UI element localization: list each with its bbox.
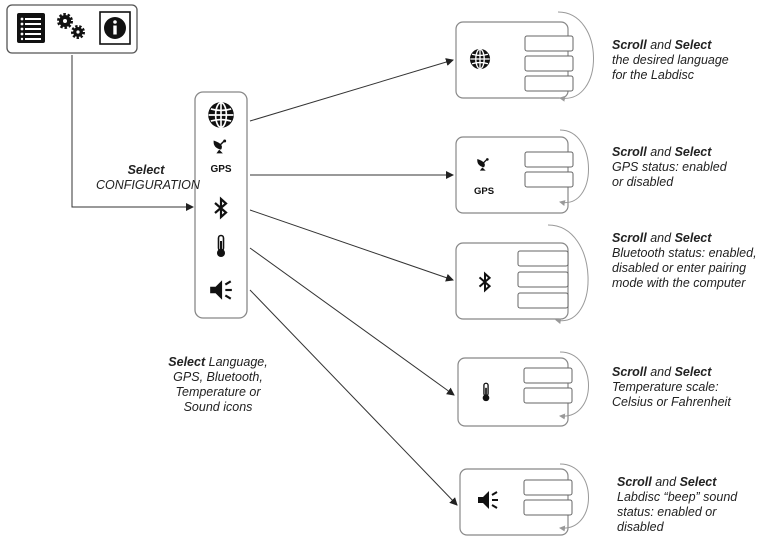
gps-icon: GPS (474, 157, 494, 197)
and-word: and (646, 145, 675, 159)
panel-temperature-caption: Scroll and Select Temperature scale: Cel… (612, 365, 777, 410)
caption-line: Celsius or Fahrenheit (612, 395, 731, 409)
scroll-word: Scroll (612, 231, 647, 245)
panel-gps-caption: Scroll and Select GPS status: enabled or… (612, 145, 777, 190)
panel-bluetooth (455, 224, 589, 325)
panel-gps: GPS (455, 129, 589, 214)
caption-line: Labdisc “beep” sound (617, 490, 738, 504)
select-word: Select (674, 231, 712, 245)
select-word: Select (679, 475, 717, 489)
caption-line1: Language, (205, 355, 268, 369)
main-menu: GPS (194, 91, 248, 319)
caption-line: for the Labdisc (612, 68, 694, 82)
panel-language-caption: Scroll and Select the desired language f… (612, 38, 777, 83)
option-box[interactable] (517, 250, 569, 267)
scroll-word: Scroll (617, 475, 652, 489)
caption-line: disabled or enter pairing (612, 261, 747, 275)
panel-language (455, 11, 594, 102)
scroll-word: Scroll (612, 38, 647, 52)
caption-line: Temperature scale: (612, 380, 719, 394)
scroll-arrow (547, 224, 589, 325)
arrow-language (249, 58, 454, 122)
option-box[interactable] (524, 151, 574, 168)
select-word: Select (674, 38, 712, 52)
caption-line: mode with the computer (612, 276, 746, 290)
option-box[interactable] (524, 75, 574, 92)
and-word: and (646, 38, 675, 52)
select-configuration-label: Select CONFIGURATION (96, 163, 200, 193)
option-box[interactable] (524, 55, 574, 72)
panel-temperature (457, 351, 589, 427)
scroll-word: Scroll (612, 365, 647, 379)
caption-select: Select (168, 355, 206, 369)
gps-icon[interactable]: GPS (210, 138, 232, 175)
and-word: and (646, 231, 675, 245)
menu-arrows (249, 58, 458, 506)
caption-line: disabled (617, 520, 664, 534)
menu-list-icon[interactable] (17, 13, 45, 43)
option-box[interactable] (524, 171, 574, 188)
panel-sound (459, 463, 589, 536)
info-icon[interactable] (99, 11, 131, 45)
caption-line: status: enabled or (617, 505, 717, 519)
caption-line: Bluetooth status: enabled, (612, 246, 757, 260)
option-box[interactable] (523, 367, 573, 384)
caption-line2: GPS, Bluetooth, (173, 370, 263, 384)
panel-bluetooth-caption: Scroll and Select Bluetooth status: enab… (612, 231, 777, 291)
gps-text: GPS (474, 186, 494, 197)
select-word: Select (674, 145, 712, 159)
caption-line3: Temperature or (175, 385, 261, 399)
caption-line: or disabled (612, 175, 674, 189)
and-word: and (651, 475, 680, 489)
scroll-arrow (557, 11, 594, 102)
bottom-caption: Select Language, GPS, Bluetooth, Tempera… (148, 355, 288, 415)
caption-line: GPS status: enabled (612, 160, 727, 174)
globe-icon[interactable] (207, 101, 235, 129)
option-box[interactable] (524, 35, 574, 52)
gps-text: GPS (210, 164, 231, 175)
configuration-word: CONFIGURATION (96, 178, 200, 192)
caption-line: the desired language (612, 53, 729, 67)
select-word: Select (674, 365, 712, 379)
option-box[interactable] (523, 499, 573, 516)
globe-icon (469, 48, 491, 70)
scroll-arrow (559, 351, 589, 420)
select-word: Select (127, 163, 165, 177)
configuration-connector (71, 55, 194, 211)
arrow-bluetooth (249, 209, 454, 282)
arrow-sound (249, 289, 458, 506)
option-box[interactable] (517, 292, 569, 309)
toolbar (6, 4, 138, 54)
gears-icon[interactable] (57, 13, 85, 39)
option-box[interactable] (523, 479, 573, 496)
scroll-arrow (559, 129, 589, 206)
caption-line4: Sound icons (183, 400, 253, 414)
scroll-word: Scroll (612, 145, 647, 159)
arrow-temperature (249, 247, 455, 396)
scroll-arrow (559, 463, 589, 532)
and-word: and (646, 365, 675, 379)
option-box[interactable] (523, 387, 573, 404)
option-box[interactable] (517, 271, 569, 288)
panel-sound-caption: Scroll and Select Labdisc “beep” sound s… (617, 475, 777, 535)
